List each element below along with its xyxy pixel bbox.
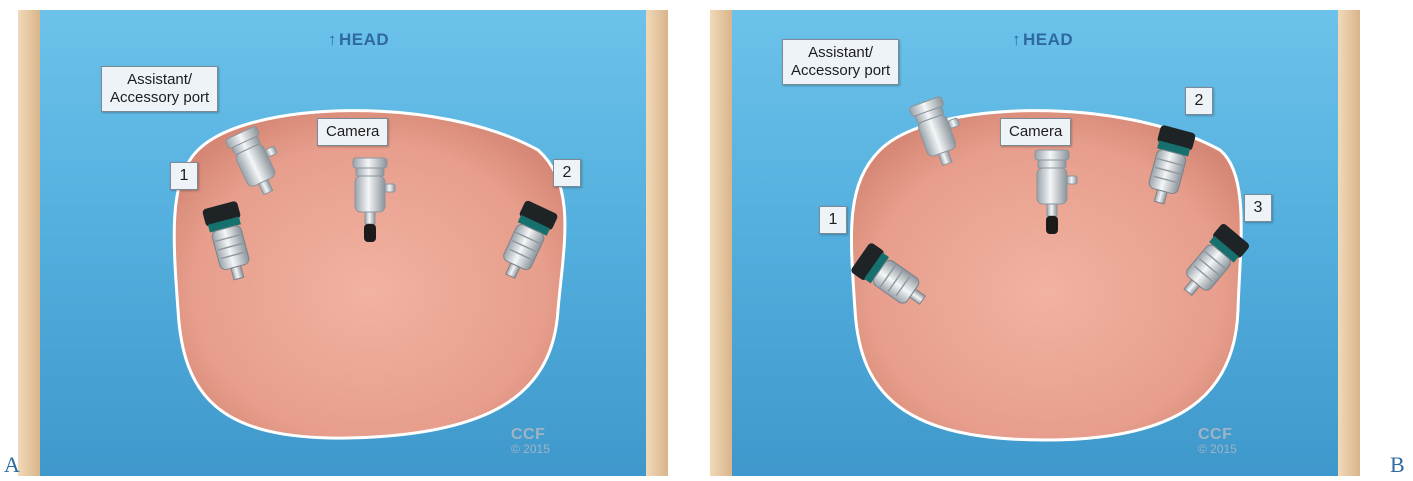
camera-label: Camera <box>317 118 388 146</box>
credit-org: CCF <box>1198 428 1237 442</box>
panel-a-port-layout: ↑HEAD Assistant/ Accessory port Camera 1… <box>18 10 668 476</box>
arrow-up-icon: ↑ <box>328 30 337 50</box>
head-orientation: ↑HEAD <box>1012 30 1073 50</box>
head-orientation: ↑HEAD <box>328 30 389 50</box>
port-2-label: 2 <box>1185 87 1213 115</box>
credit-year: © 2015 <box>1198 442 1237 456</box>
assistant-port-label: Assistant/ Accessory port <box>782 39 899 85</box>
assistant-port-label: Assistant/ Accessory port <box>101 66 218 112</box>
port-2-label: 2 <box>553 159 581 187</box>
panel-letter-a: A <box>4 452 20 478</box>
camera-label: Camera <box>1000 118 1071 146</box>
credit-year: © 2015 <box>511 442 550 456</box>
port-1-label: 1 <box>170 162 198 190</box>
credit-mark: CCF © 2015 <box>511 428 550 456</box>
arrow-up-icon: ↑ <box>1012 30 1021 50</box>
credit-mark: CCF © 2015 <box>1198 428 1237 456</box>
credit-org: CCF <box>511 428 550 442</box>
port-1-label: 1 <box>819 206 847 234</box>
port-3-label: 3 <box>1244 194 1272 222</box>
panel-letter-b: B <box>1390 452 1405 478</box>
panel-b-port-layout: ↑HEAD Assistant/ Accessory port Camera 1… <box>710 10 1360 476</box>
